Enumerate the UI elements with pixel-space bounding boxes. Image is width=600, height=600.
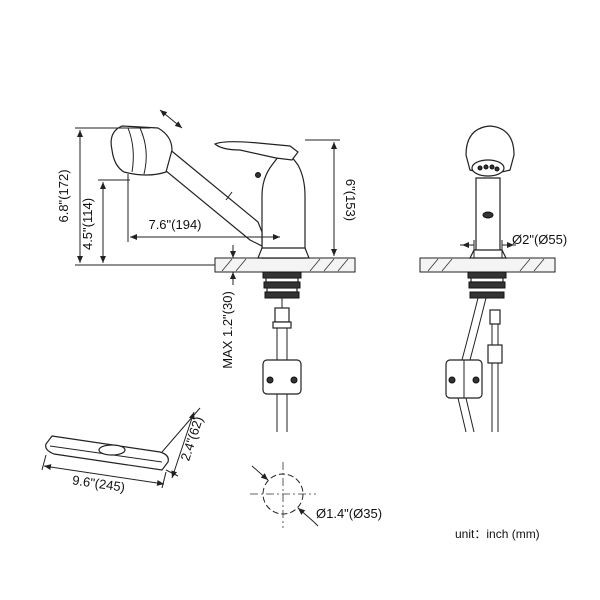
base-diameter-label: Ø2"(Ø55) xyxy=(512,232,567,247)
deck-thickness-label: MAX 1.2"(30) xyxy=(220,291,235,369)
faucet-body-side xyxy=(110,125,310,259)
plate-length-label: 9.6"(245) xyxy=(71,472,126,494)
double-arrow-icon xyxy=(159,109,183,129)
countertop-side xyxy=(214,257,356,273)
spout-reach-label: 7.6"(194) xyxy=(148,217,201,232)
front-view: Ø2"(Ø55) xyxy=(419,125,567,433)
mounting-hole: Ø1.4"(Ø35) xyxy=(250,462,382,528)
body-height-label: 6"(153) xyxy=(343,179,358,221)
plate-width-label: 2.4"(62) xyxy=(178,415,206,463)
side-view: 6.8"(172) 4.5"(114) 7.6"(194) 6"(153) MA… xyxy=(56,109,358,432)
lever-handle-side xyxy=(213,141,299,161)
hose-weight-side xyxy=(262,359,302,395)
unit-note: unit：inch (mm) xyxy=(455,527,540,541)
deck-plate: 9.6"(245) 2.4"(62) xyxy=(41,407,206,495)
spray-head-side xyxy=(110,125,173,176)
hole-diameter-label: Ø1.4"(Ø35) xyxy=(316,506,382,521)
total-height-label: 6.8"(172) xyxy=(56,169,71,222)
under-counter-side xyxy=(262,271,302,432)
spout-height-label: 4.5"(114) xyxy=(80,198,95,250)
